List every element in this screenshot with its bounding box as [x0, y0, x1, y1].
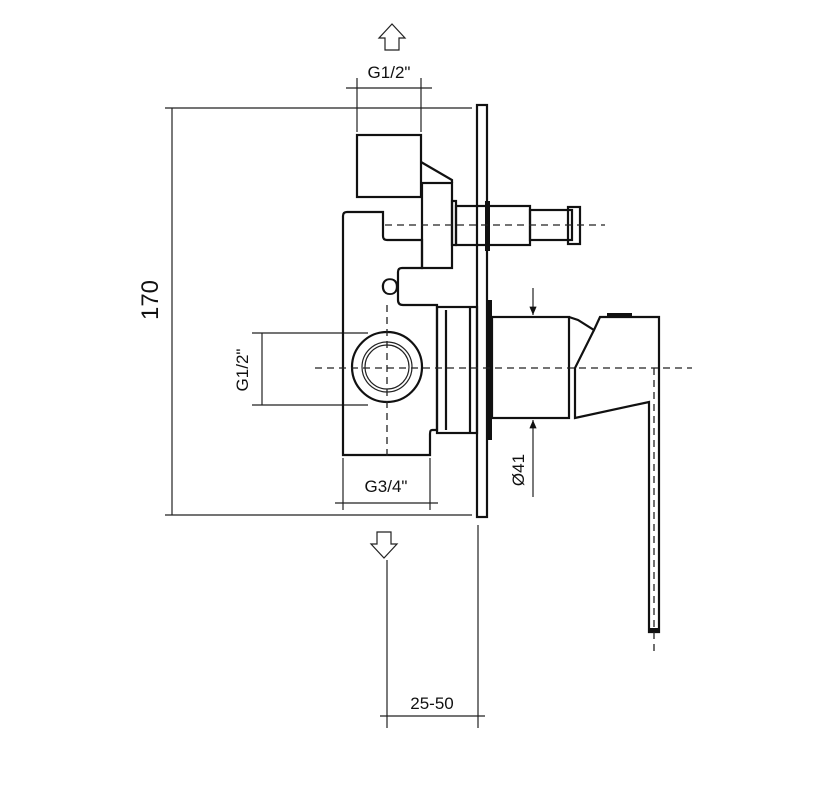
- wall-depth-dimension: 25-50: [380, 525, 485, 728]
- top-outlet-block: [355, 133, 423, 199]
- valve-body: [341, 210, 439, 457]
- side-thread-dimension: G1/2": [233, 332, 368, 406]
- wall-depth-label: 25-50: [410, 694, 453, 713]
- outlet-down-arrow-icon: [369, 531, 399, 559]
- bottom-thread-dimension: G3/4": [335, 458, 438, 510]
- top-thread-label: G1/2": [368, 63, 411, 82]
- wall-plate: [475, 103, 489, 519]
- top-thread-dimension: G1/2": [346, 63, 432, 132]
- cartridge-housing: [435, 305, 479, 435]
- handle-diameter-label: Ø41: [509, 454, 528, 486]
- handle-diameter-dimension: Ø41: [509, 288, 537, 497]
- bottom-thread-label: G3/4": [365, 477, 408, 496]
- side-thread-label: G1/2": [233, 349, 252, 392]
- height-label: 170: [137, 280, 164, 320]
- height-dimension: 170: [137, 107, 472, 516]
- body-marking: O: [381, 274, 400, 301]
- outlet-up-arrow-icon: [377, 23, 407, 51]
